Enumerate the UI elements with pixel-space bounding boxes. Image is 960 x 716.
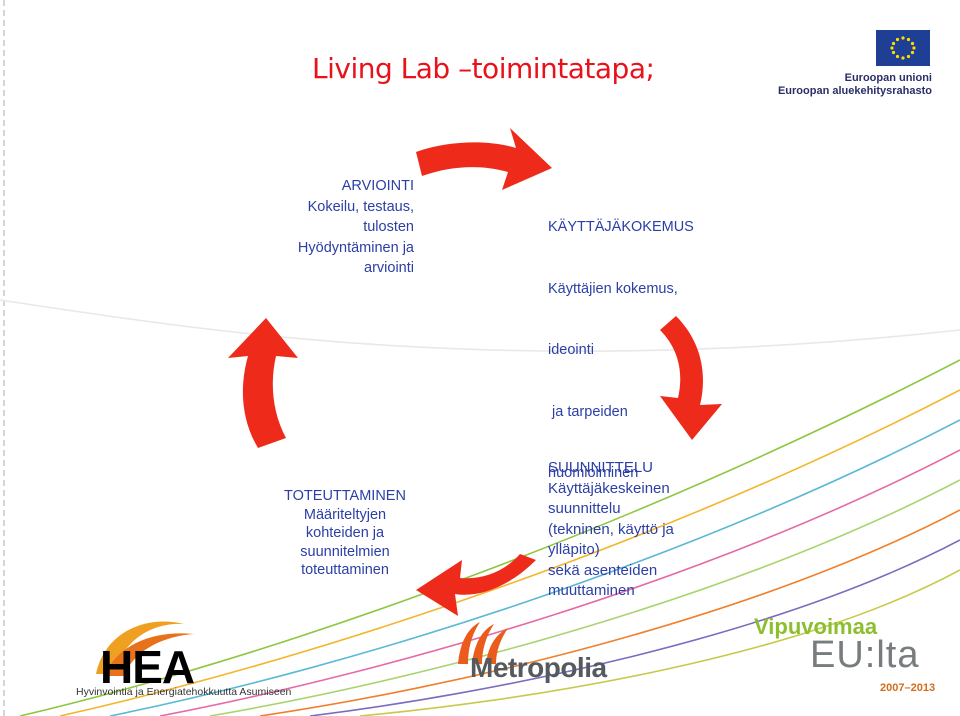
stage-design-heading: SUUNNITTELU <box>548 459 654 476</box>
stage-implementation-line: toteuttaminen <box>301 562 389 578</box>
hea-tagline: Hyvinvointia ja Energiatehokkuutta Asumi… <box>76 686 292 698</box>
stage-design-line: suunnittelu <box>548 500 621 517</box>
vipuvoimaa-line2: EU:lta <box>810 634 920 676</box>
stage-evaluation: ARVIOINTI Kokeilu, testaus, tulosten Hyö… <box>298 176 414 279</box>
metropolia-logo-text: Metropolia <box>470 652 607 683</box>
arrow-left <box>228 318 298 448</box>
arrow-top <box>416 128 552 190</box>
stage-user-experience-line: Käyttäjien kokemus, <box>548 280 678 297</box>
stage-design-line: ylläpito) <box>548 541 600 558</box>
stage-evaluation-line: tulosten <box>363 219 414 235</box>
stage-user-experience-line: ja tarpeiden <box>548 403 628 420</box>
stage-evaluation-heading: ARVIOINTI <box>341 178 414 194</box>
eu-stars-icon <box>890 36 916 60</box>
arrow-right <box>660 316 722 440</box>
stage-evaluation-line: Hyödyntäminen ja <box>297 239 414 256</box>
hea-logo-text: HEA <box>100 641 195 693</box>
stage-user-experience: KÄYTTÄJÄKOKEMUS Käyttäjien kokemus, ideo… <box>548 176 694 504</box>
metropolia-logo-icon <box>458 622 508 664</box>
page-title: Living Lab –toimintatapa; <box>312 52 655 85</box>
stage-implementation-line: suunnitelmien <box>300 543 390 560</box>
stage-design-line: (tekninen, käyttö ja <box>548 520 674 538</box>
stage-user-experience-line: huomioiminen <box>548 465 639 481</box>
vipuvoimaa-line1: Vipuvoimaa <box>754 614 878 639</box>
stage-implementation-line: kohteiden ja <box>305 525 385 541</box>
stage-design-line: Käyttäjäkeskeinen <box>548 479 670 497</box>
eu-logo-text: Euroopan unioni Euroopan aluekehitysraha… <box>778 72 932 98</box>
vipuvoimaa-years: 2007–2013 <box>880 682 936 694</box>
stage-user-experience-heading: KÄYTTÄJÄKOKEMUS <box>548 219 694 235</box>
stage-implementation: TOTEUTTAMINEN Määriteltyjen kohteiden ja… <box>262 487 428 580</box>
stage-implementation-heading: TOTEUTTAMINEN <box>284 488 406 504</box>
hea-logo-icon <box>96 621 194 676</box>
stage-user-experience-line: ideointi <box>548 342 594 358</box>
stage-evaluation-line: arviointi <box>364 260 414 276</box>
stage-evaluation-line: Kokeilu, testaus, <box>307 198 414 215</box>
stage-design-line: sekä asenteiden <box>548 561 658 579</box>
eu-line1: Euroopan unioni <box>844 72 932 84</box>
arrow-bottom <box>416 554 536 616</box>
stage-design: SUUNNITTELU Käyttäjäkeskeinen suunnittel… <box>548 458 674 602</box>
eu-logo <box>876 30 930 66</box>
stage-implementation-line: Määriteltyjen <box>303 506 387 523</box>
eu-line2: Euroopan aluekehitysrahasto <box>777 85 932 97</box>
stage-design-line: muuttaminen <box>548 582 635 599</box>
